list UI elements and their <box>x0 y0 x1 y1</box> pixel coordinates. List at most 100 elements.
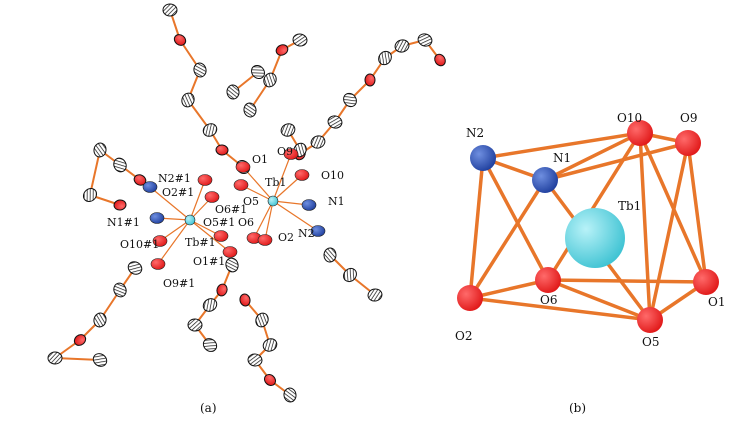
carbon-atom <box>93 142 107 158</box>
coordination-bond <box>242 166 274 202</box>
carbon-atom <box>226 84 240 100</box>
polyhedron-edge <box>546 278 708 284</box>
oxygen-sphere <box>457 285 483 311</box>
carbon-atom <box>193 62 207 78</box>
label-n1: N1 <box>328 195 345 208</box>
carbon-atom <box>113 157 127 173</box>
terbium-sphere <box>565 208 625 268</box>
carbon-atom <box>181 92 195 108</box>
coordination-bond <box>157 219 191 265</box>
oxygen-atom <box>222 246 238 258</box>
coordination-bond <box>189 179 206 221</box>
label-tb-1: Tb#1 <box>185 236 216 249</box>
carbon-atom <box>255 312 269 328</box>
panel-a-labels: O1 O9 O10 Tb1 N1 O5 O6#1 N2#1 O2#1 N1#1 … <box>107 145 345 290</box>
panel-a-atoms <box>47 3 446 403</box>
polyhedron-edge <box>468 178 547 300</box>
oxygen-atom <box>434 53 446 67</box>
nitrogen-atom <box>301 199 317 211</box>
label-o9: O9 <box>277 145 293 158</box>
coordination-bond <box>189 219 231 253</box>
carbon-atom <box>247 353 263 367</box>
polyhedron-edge <box>686 141 708 284</box>
oxygen-atom <box>204 191 220 203</box>
label-o6-1: O6#1 <box>215 203 247 216</box>
oxygen-atom <box>364 73 376 87</box>
oxygen-atom <box>173 34 187 46</box>
label-n2: N2 <box>298 227 315 240</box>
coordination-bond <box>272 153 292 202</box>
carbon-atom <box>251 64 265 80</box>
label-b-o10: O10 <box>617 111 642 125</box>
carbon-atom <box>47 351 63 365</box>
label-b-o2: O2 <box>455 329 472 343</box>
polyhedron-edge <box>468 296 652 322</box>
polyhedron-edge <box>543 141 690 182</box>
polyhedron-edge <box>481 131 642 160</box>
oxygen-atom <box>275 44 289 56</box>
label-b-n1: N1 <box>553 151 571 165</box>
oxygen-atom <box>257 234 273 246</box>
oxygen-sphere <box>535 267 561 293</box>
carbon-atom <box>394 39 410 53</box>
polyhedron-edge <box>638 131 652 322</box>
label-b-o9: O9 <box>680 111 697 125</box>
carbon-atom <box>262 338 278 352</box>
caption-a: (a) <box>200 401 217 415</box>
panel-a-structure: O1 O9 O10 Tb1 N1 O5 O6#1 N2#1 O2#1 N1#1 … <box>47 3 446 415</box>
carbon-atom <box>283 387 297 403</box>
carbon-atom <box>187 318 203 332</box>
carbon-atom <box>243 102 257 118</box>
terbium-atom <box>267 195 279 207</box>
carbon-atom <box>327 115 343 129</box>
label-b-tb1: Tb1 <box>618 199 641 213</box>
oxygen-atom <box>73 334 87 346</box>
carbon-atom <box>343 267 357 283</box>
label-n1-1: N1#1 <box>107 216 140 229</box>
panel-b-atoms <box>457 120 719 333</box>
polyhedron-edge <box>481 156 550 282</box>
carbon-atom <box>263 72 277 88</box>
caption-b: (b) <box>569 401 586 415</box>
carbon-atom <box>323 247 337 263</box>
bond <box>54 357 101 361</box>
label-o5: O5 <box>243 195 259 208</box>
carbon-atom <box>82 187 98 203</box>
nitrogen-sphere <box>532 167 558 193</box>
carbon-atom <box>162 3 178 17</box>
oxygen-atom <box>294 169 310 181</box>
carbon-atom <box>378 50 392 66</box>
label-b-o6: O6 <box>540 293 557 307</box>
carbon-atom <box>225 257 239 273</box>
carbon-atom <box>127 261 143 275</box>
polyhedron-edge <box>648 141 690 322</box>
nitrogen-atom <box>310 225 326 237</box>
label-o10-1: O10#1 <box>120 238 159 251</box>
terbium-atom <box>184 214 196 226</box>
oxygen-sphere <box>637 307 663 333</box>
oxygen-atom <box>239 293 251 307</box>
carbon-atom <box>417 33 433 47</box>
polyhedron-edge <box>546 131 642 282</box>
carbon-atom <box>202 338 218 352</box>
label-tb1: Tb1 <box>265 176 286 189</box>
oxygen-sphere <box>675 130 701 156</box>
oxygen-atom <box>235 161 251 173</box>
nitrogen-atom <box>142 181 158 193</box>
label-o2-1: O2#1 <box>162 186 194 199</box>
label-o2: O2 <box>278 231 294 244</box>
carbon-atom <box>93 312 107 328</box>
panel-b-edges <box>468 131 708 322</box>
nitrogen-atom <box>149 212 165 224</box>
polyhedron-edge <box>546 278 652 322</box>
carbon-atom <box>280 123 296 137</box>
label-b-n2: N2 <box>466 126 484 140</box>
polyhedron-edge <box>468 278 550 300</box>
coordination-bond <box>253 200 274 239</box>
panel-b-polyhedron: N2 N1 O10 O9 Tb1 O6 O1 O2 O5 (b) <box>455 111 725 415</box>
label-b-o5: O5 <box>642 335 659 349</box>
polyhedron-edge <box>638 131 708 284</box>
label-o1: O1 <box>252 153 268 166</box>
bond <box>89 149 101 196</box>
